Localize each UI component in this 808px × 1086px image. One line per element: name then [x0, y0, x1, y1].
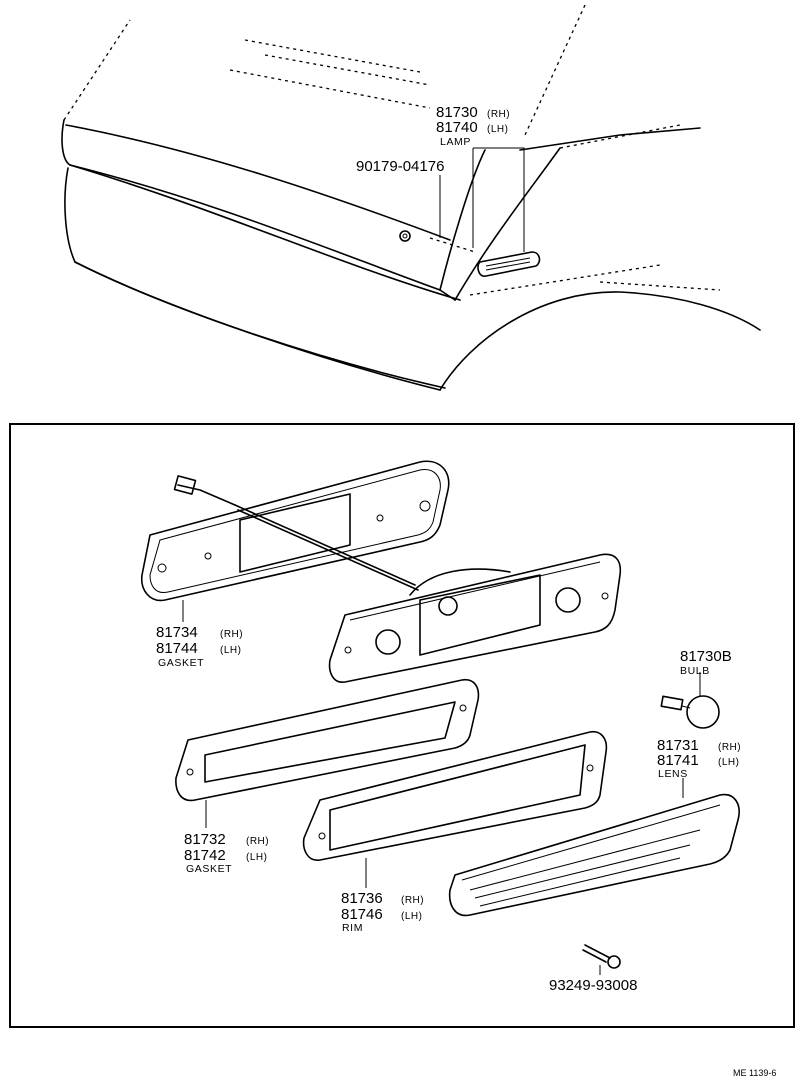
- diagram-code: ME 1139-6: [733, 1068, 776, 1078]
- bulb-name: BULB: [680, 665, 710, 677]
- lamp-name: LAMP: [440, 136, 471, 148]
- rim-rh-part: 81736: [341, 890, 383, 907]
- wire-harness: [173, 475, 419, 591]
- gasket2-rh-part: 81732: [184, 831, 226, 848]
- lens-lh-side: (LH): [718, 757, 739, 768]
- lens: [448, 793, 740, 917]
- vehicle-front-view: [61, 4, 761, 391]
- lamp-lh-part: 81740: [436, 119, 478, 136]
- lens-rh-side: (RH): [718, 742, 741, 753]
- lamp-rh-side: (RH): [487, 109, 510, 120]
- gasket1-lh-side: (LH): [220, 645, 241, 656]
- exploded-view-frame: [9, 423, 795, 1028]
- bulb: [660, 695, 720, 729]
- gasket1-rh-part: 81734: [156, 624, 198, 641]
- lens-rh-part: 81731: [657, 737, 699, 754]
- screw-part: 90179-04176: [356, 158, 444, 175]
- rim: [302, 730, 608, 861]
- lamp-lh-side: (LH): [487, 124, 508, 135]
- gasket2-rh-side: (RH): [246, 836, 269, 847]
- gasket1-rh-side: (RH): [220, 629, 243, 640]
- gasket1-lh-part: 81744: [156, 640, 198, 657]
- rim-name: RIM: [342, 922, 363, 934]
- gasket2-lh-part: 81742: [184, 847, 226, 864]
- gasket2-name: GASKET: [186, 863, 232, 875]
- gasket-outer: [140, 460, 450, 602]
- bolt-part: 93249-93008: [549, 977, 637, 994]
- rim-lh-part: 81746: [341, 906, 383, 923]
- gasket-inner: [175, 678, 480, 802]
- lamp-housing: [328, 553, 622, 683]
- gasket2-lh-side: (LH): [246, 852, 267, 863]
- lens-name: LENS: [658, 768, 688, 780]
- lamp-leader: [473, 147, 525, 252]
- bulb-part: 81730B: [680, 648, 732, 665]
- bolt: [582, 944, 621, 969]
- gasket1-name: GASKET: [158, 657, 204, 669]
- lamp-rh-part: 81730: [436, 104, 478, 121]
- rim-lh-side: (LH): [401, 911, 422, 922]
- lens-lh-part: 81741: [657, 752, 699, 769]
- rim-rh-side: (RH): [401, 895, 424, 906]
